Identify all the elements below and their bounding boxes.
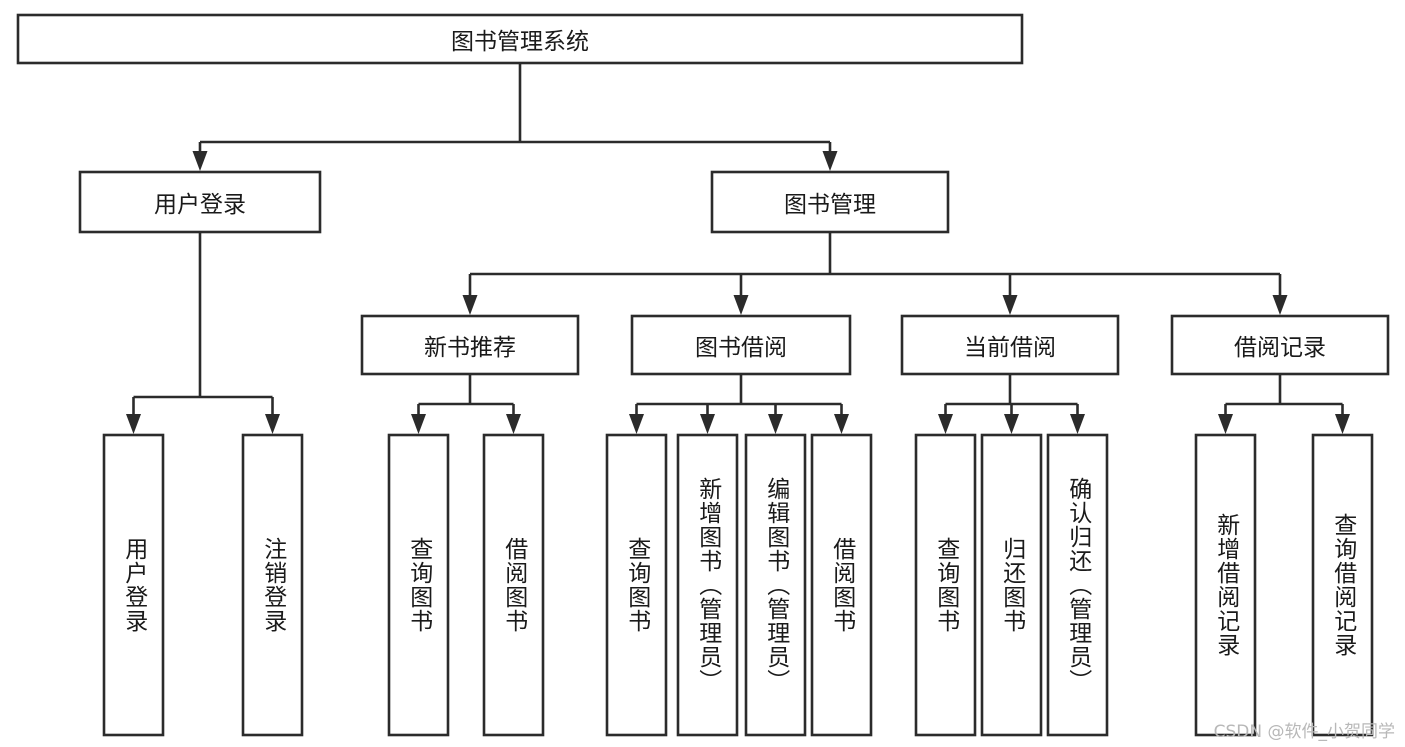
node-root[interactable] [16,13,1024,65]
node-l2_borrow[interactable] [630,314,852,376]
arrow-head-l1_book [822,151,838,171]
arrow-head-leaf_rec_add [1218,414,1233,434]
arrow-head-leaf_bw_query [629,414,644,434]
node-l1_book[interactable] [710,170,950,234]
node-leaf_cur_query[interactable] [914,433,977,737]
arrow-head-leaf_bw_edit [768,414,783,434]
node-leaf_rec_add[interactable] [1194,433,1257,737]
arrow-head-leaf_new_query [411,414,426,434]
node-layer [16,13,1390,737]
node-l2_newbook[interactable] [360,314,580,376]
node-leaf_user_logout[interactable] [241,433,304,737]
node-l2_current[interactable] [900,314,1120,376]
node-leaf_bw_borrow[interactable] [810,433,873,737]
arrow-head-l2_newbook [462,295,478,315]
arrow-head-leaf_new_borrow [506,414,521,434]
edge-layer [126,63,1350,434]
arrow-head-leaf_user_login [126,414,141,434]
node-leaf_cur_confirm[interactable] [1046,433,1109,737]
arrow-head-l2_record [1272,295,1288,315]
node-leaf_rec_query[interactable] [1311,433,1374,737]
node-leaf_bw_add[interactable] [676,433,739,737]
node-l2_record[interactable] [1170,314,1390,376]
node-leaf_user_login[interactable] [102,433,165,737]
arrow-head-leaf_bw_add [700,414,715,434]
arrow-head-leaf_rec_query [1335,414,1350,434]
node-leaf_bw_query[interactable] [605,433,668,737]
node-leaf_new_borrow[interactable] [482,433,545,737]
watermark-text: CSDN @软件_小贺同学 [1213,722,1395,742]
arrow-head-leaf_cur_query [938,414,953,434]
node-leaf_new_query[interactable] [387,433,450,737]
arrow-head-l2_current [1002,295,1018,315]
arrow-head-leaf_bw_borrow [834,414,849,434]
node-leaf_cur_return[interactable] [980,433,1043,737]
arrow-head-leaf_cur_confirm [1070,414,1085,434]
arrow-head-l2_borrow [733,295,749,315]
arrow-head-leaf_user_logout [265,414,280,434]
node-l1_user[interactable] [78,170,322,234]
arrow-head-leaf_cur_return [1004,414,1019,434]
arrow-head-l1_user [192,151,208,171]
node-leaf_bw_edit[interactable] [744,433,807,737]
